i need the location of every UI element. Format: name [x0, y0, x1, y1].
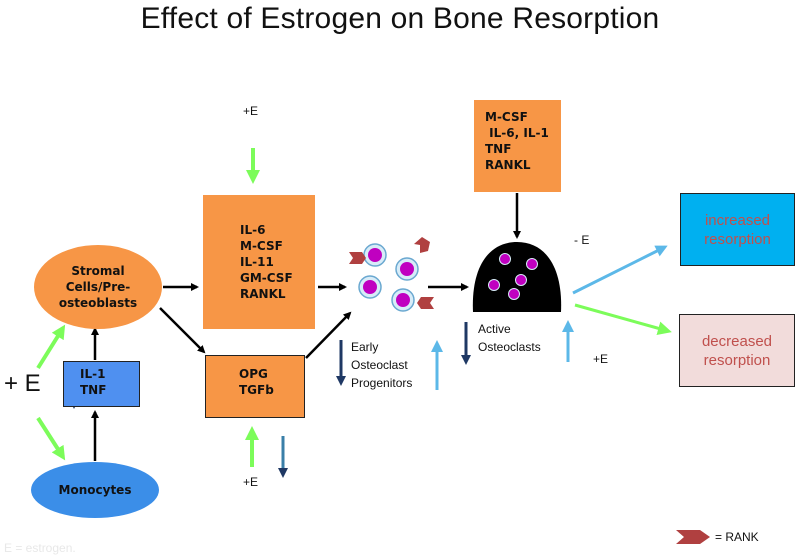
cytokines-box: IL-6 M-CSF IL-11 GM-CSF RANKL [203, 195, 315, 329]
plus-e-top-label: +E [243, 104, 259, 118]
rank-receptor [414, 237, 430, 253]
rank-receptor [349, 252, 366, 264]
cytokines-label: IL-6 M-CSF IL-11 GM-CSF RANKL [240, 223, 293, 301]
monocytes-node: Monocytes [31, 462, 159, 518]
il1-tnf-box: IL-1 TNF [63, 361, 140, 407]
top-cytokines-label: M-CSF IL-6, IL-1 TNF RANKL [485, 110, 549, 172]
plus-e-bottom-label: +E [243, 475, 259, 489]
opg-tgfb-label: OPG TGFb [239, 367, 274, 397]
rank-receptor [417, 297, 434, 309]
top-cytokines-box: M-CSF IL-6, IL-1 TNF RANKL [474, 100, 561, 192]
arrow-opg-to-progenitors [305, 311, 352, 359]
stromal-cells-node: Stromal Cells/Pre- osteoblasts [34, 245, 162, 329]
decreased-resorption-box: decreased resorption [679, 314, 795, 387]
early-progenitors-label: Early Osteoclast Progenitors [351, 340, 413, 390]
arrow-stromal-to-opg [159, 307, 206, 354]
rank-legend-label: = RANK [715, 530, 759, 544]
rank-legend-icon [676, 530, 710, 544]
stromal-cells-label: Stromal Cells/Pre- osteoblasts [58, 264, 138, 310]
increased-resorption-box: increased resorption [680, 193, 795, 266]
increased-resorption-label: increased resorption [704, 211, 771, 248]
il1-tnf-label: IL-1 TNF [80, 367, 107, 397]
plus-e-right-label: +E [593, 352, 609, 366]
active-osteoclasts-label: Active Osteoclasts [478, 322, 541, 354]
minus-e-label: - E [574, 233, 590, 247]
green-arrow-to-decreased [574, 303, 672, 336]
green-arrow-e-to-monocytes [36, 416, 66, 461]
blue-arrow-to-increased [572, 245, 668, 295]
green-arrow-e-to-stromal [36, 324, 66, 370]
monocytes-label: Monocytes [58, 483, 132, 497]
active-osteoclast [472, 242, 562, 312]
plus-e-big-label: + E [4, 370, 41, 397]
opg-tgfb-box: OPG TGFb [205, 355, 305, 418]
decreased-resorption-label: decreased resorption [701, 332, 773, 369]
progenitor-cells [349, 237, 434, 312]
diagram-title: Effect of Estrogen on Bone Resorption [140, 2, 660, 35]
footnote-label: E = estrogen. [4, 541, 76, 555]
